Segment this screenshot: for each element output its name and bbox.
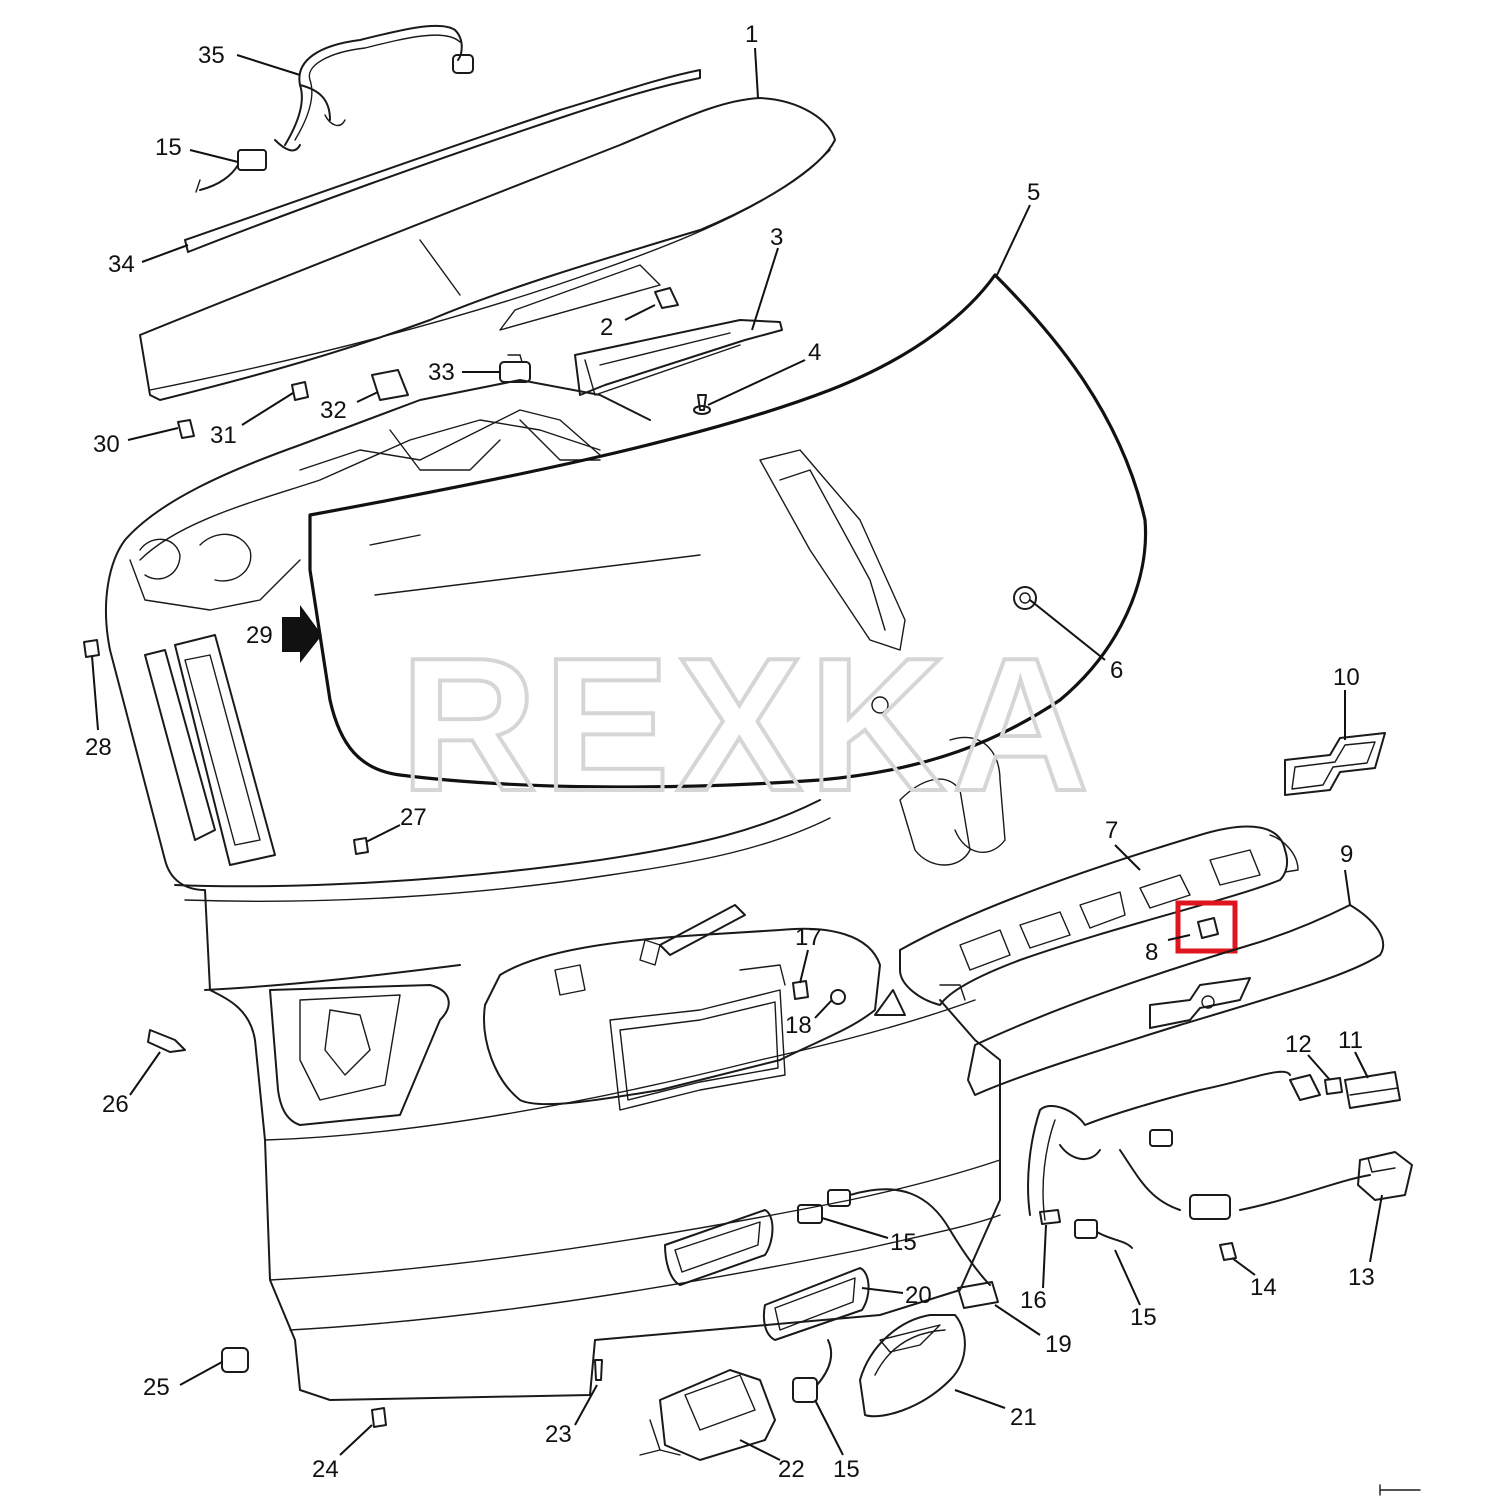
applique-part-7 xyxy=(899,825,1299,1006)
callout-35: 35 xyxy=(198,42,225,69)
callout-3: 3 xyxy=(770,224,783,251)
bulb-socket-part-12 xyxy=(1324,1077,1343,1095)
callout-11: 11 xyxy=(1338,1027,1363,1054)
callout-15-top: 15 xyxy=(155,134,182,161)
screw-part-23 xyxy=(594,1359,603,1381)
callout-34: 34 xyxy=(108,251,135,278)
arrow-29-icon xyxy=(282,605,322,663)
bumper-part-24 xyxy=(371,1407,387,1428)
callout-15-middle: 15 xyxy=(890,1229,917,1256)
callout-21: 21 xyxy=(1010,1404,1037,1431)
bezel-part-20 xyxy=(762,1267,870,1341)
clip-part-14 xyxy=(1219,1242,1237,1261)
grommet-part-6 xyxy=(1013,586,1037,610)
callout-28: 28 xyxy=(85,734,112,761)
clip-part-8 xyxy=(1175,900,1238,954)
scale-mark xyxy=(1379,1484,1421,1496)
connector-part-15-middle xyxy=(797,1188,991,1286)
wire-harness-part-35 xyxy=(274,24,474,152)
brake-lamp-bracket-part-3 xyxy=(574,319,783,396)
callout-10: 10 xyxy=(1333,664,1360,691)
callout-33: 33 xyxy=(428,359,455,386)
pin-part-26 xyxy=(147,1029,186,1053)
tie-part-16 xyxy=(1039,1209,1061,1225)
callout-2: 2 xyxy=(600,314,613,341)
clip-part-30 xyxy=(177,419,195,439)
callout-16: 16 xyxy=(1020,1287,1047,1314)
callout-22: 22 xyxy=(778,1456,805,1483)
connector-part-15-right xyxy=(1074,1219,1133,1249)
window-glass-part-5 xyxy=(308,273,1148,789)
camera-part-13 xyxy=(1357,1151,1413,1201)
part-8-highlight-box xyxy=(1175,900,1238,954)
connector-part-33 xyxy=(499,354,531,383)
callout-25: 25 xyxy=(143,1374,170,1401)
clip-part-17 xyxy=(792,980,809,1000)
callout-8: 8 xyxy=(1145,939,1158,966)
emblem-part-10 xyxy=(1284,732,1386,796)
callout-19: 19 xyxy=(1045,1331,1072,1358)
callout-31: 31 xyxy=(210,422,237,449)
callout-6: 6 xyxy=(1110,657,1123,684)
latch-part-22 xyxy=(639,1369,776,1461)
clip-part-27 xyxy=(353,837,369,855)
trim-panel-part-9 xyxy=(967,904,1385,1096)
callout-1: 1 xyxy=(745,21,758,48)
spoiler-part-1 xyxy=(139,97,836,401)
callout-24: 24 xyxy=(312,1456,339,1483)
handle-part-21 xyxy=(859,1314,966,1418)
callout-23: 23 xyxy=(545,1421,572,1448)
callout-17: 17 xyxy=(795,924,822,951)
callout-5: 5 xyxy=(1027,179,1040,206)
leader-lines xyxy=(91,47,1383,1461)
callout-labels: 1 2 3 4 5 6 7 8 9 10 11 12 13 14 15 15 1… xyxy=(85,21,1375,1483)
callout-30: 30 xyxy=(93,431,120,458)
connector-part-15-top xyxy=(195,149,267,193)
callout-15-bottom: 15 xyxy=(833,1456,860,1483)
watermark-text: REXKA xyxy=(400,619,1095,831)
screw-part-4 xyxy=(693,394,711,415)
clip-part-31 xyxy=(291,381,309,401)
callout-13: 13 xyxy=(1348,1264,1375,1291)
liftgate-body xyxy=(104,379,1006,1401)
pad-part-32 xyxy=(371,369,409,401)
clip-part-28 xyxy=(83,639,100,658)
seal-strip-part-34 xyxy=(184,69,701,253)
nut-part-18 xyxy=(830,989,846,1005)
callout-9: 9 xyxy=(1340,841,1353,868)
lower-wire-harness xyxy=(1027,1070,1371,1221)
callout-12: 12 xyxy=(1285,1031,1312,1058)
callout-14: 14 xyxy=(1250,1274,1277,1301)
callout-18: 18 xyxy=(785,1012,812,1039)
callout-32: 32 xyxy=(320,397,347,424)
callout-26: 26 xyxy=(102,1091,129,1118)
callout-15-right: 15 xyxy=(1130,1304,1157,1331)
callout-27: 27 xyxy=(400,804,427,831)
license-lamp-part-11 xyxy=(1344,1071,1401,1109)
fastener-part-2 xyxy=(654,287,679,309)
callout-20: 20 xyxy=(905,1282,932,1309)
callout-29: 29 xyxy=(246,622,273,649)
callout-7: 7 xyxy=(1105,817,1118,844)
switch-part-19 xyxy=(957,1281,999,1309)
callout-4: 4 xyxy=(808,339,821,366)
connector-part-15-bottom xyxy=(792,1339,833,1403)
bumper-part-25 xyxy=(221,1347,249,1373)
